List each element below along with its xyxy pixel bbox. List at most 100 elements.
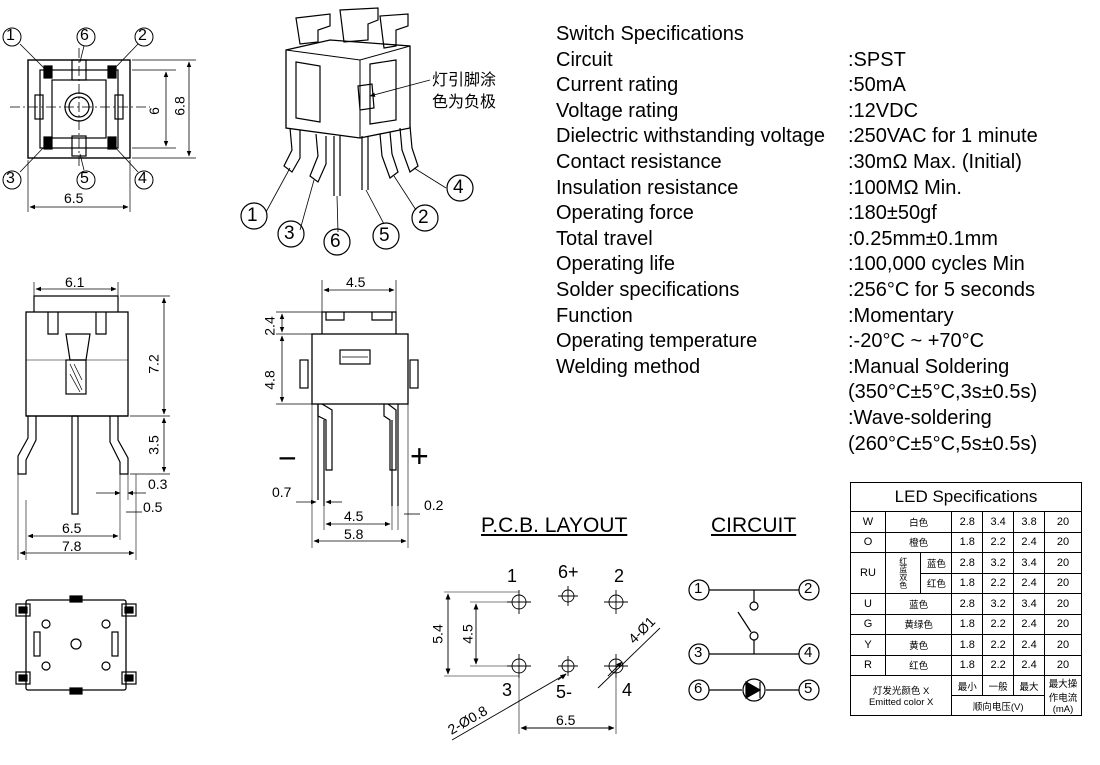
led-cell-cur: 20 [1044,613,1082,635]
spec-label [556,432,848,458]
led-cell-min: 1.8 [951,613,984,635]
voltage-header: 顺向电压(V) [951,695,1045,716]
spec-label: Welding method [556,355,701,378]
spec-row: Solder specifications:256°C for 5 second… [556,278,1038,304]
dim-label: 7.2 [145,354,162,374]
led-cell-color: 黄色 [884,634,953,656]
plus-sign: + [410,438,429,474]
spec-value: :Wave-soldering [848,406,992,429]
typ-header: 一般 [982,675,1015,696]
led-cell-min: 1.8 [951,634,984,656]
spec-label: Current rating [556,74,679,97]
pin-label: 3 [284,223,295,244]
spec-value: (350°C±5°C,3s±0.5s) [848,381,1038,404]
spec-label: Insulation resistance [556,176,739,199]
spec-value: :100MΩ Min. [848,176,962,199]
spec-label: Contact resistance [556,150,722,173]
spec-row: Operating life:100,000 cycles Min [556,252,1038,278]
spec-label: Function [556,304,633,327]
spec-label [556,406,848,432]
led-cell-cur: 20 [1044,552,1082,574]
led-cell-max: 2.4 [1013,654,1045,676]
spec-value: :30mΩ Max. (Initial) [848,150,1022,173]
led-cell-cur: 20 [1044,572,1082,594]
pcb-pin-label: 1 [507,566,518,586]
spec-row: Operating force :180±50gf [556,201,1038,227]
spec-value: :Manual Soldering [848,355,1010,378]
min-header: 最小 [951,675,984,696]
circuit-pin: 4 [804,644,813,661]
spec-label: Total travel [556,227,653,250]
led-cell-min: 2.8 [951,552,984,574]
led-cell-typ: 3.2 [982,593,1015,615]
spec-value: :SPST [848,48,906,71]
led-cell-min: 2.8 [951,511,984,533]
dim-label: 6.5 [64,190,84,206]
led-cell-max: 2.4 [1013,531,1045,553]
led-cell-typ: 2.2 [982,531,1015,553]
bottom-view [15,595,137,695]
led-cell-min: 1.8 [951,654,984,676]
spec-value: :180±50gf [848,202,937,225]
max-header: 最大 [1013,675,1045,696]
led-cell-code: RU [850,552,886,594]
spec-value: :-20°C ~ +70°C [848,330,985,353]
pcb-layout-title: P.C.B. LAYOUT [481,514,628,537]
circuit-pin: 1 [694,580,703,597]
spec-label: Operating force [556,202,694,225]
spec-row: Circuit:SPST [556,48,1038,74]
pin-label: 1 [6,27,15,44]
dim-label: 6.1 [65,274,85,290]
led-cell-color: 橙色 [884,531,953,553]
dim-label: 5.4 [429,624,446,644]
spec-row: Insulation resistance :100MΩ Min. [556,176,1038,202]
spec-row: Total travel:0.25mm±0.1mm [556,227,1038,253]
led-pin-note: 灯引脚涂 [432,72,497,89]
pin-label: 2 [418,207,429,228]
led-cell-typ: 2.2 [982,572,1015,594]
spec-title: Switch Specifications [556,23,744,45]
minus-sign: − [278,440,297,476]
dim-label: 7.8 [62,538,82,554]
spec-row: Operating temperature :-20°C ~ +70°C [556,329,1038,355]
spec-label: Dielectric withstanding voltage [556,125,826,148]
led-cell-color: 蓝色 [920,552,953,574]
pcb-pin-label: 5- [556,682,573,702]
led-cell-cur: 20 [1044,593,1082,615]
led-cell-color: 黄绿色 [884,613,953,635]
led-cell-cur: 20 [1044,654,1082,676]
dim-label: 4.5 [346,274,366,290]
led-cell-typ: 2.2 [982,654,1015,676]
pcb-pin-label: 4 [622,680,633,700]
pin-label: 4 [453,177,464,198]
led-cell-typ: 2.2 [982,634,1015,656]
emitted-color-label: 灯发光颜色 X Emitted color X [849,675,953,716]
pcb-pin-label: 3 [502,680,513,700]
spec-row: Welding method :Manual Soldering [556,355,1038,381]
spec-label: Voltage rating [556,99,679,122]
pin-label: 3 [6,170,15,187]
spec-label: Operating temperature [556,330,758,353]
spec-row: Voltage rating:12VDC [556,99,1038,125]
led-cell-typ: 2.2 [982,613,1015,635]
led-cell-code: W [850,511,886,533]
dim-label: 5.8 [344,526,364,542]
spec-label: Operating life [556,253,675,276]
dim-label: 6.5 [62,520,82,536]
led-cell-cur: 20 [1044,511,1082,533]
led-cell-code: O [850,531,886,553]
current-header: 最大操作电流(mA) [1044,675,1082,716]
pin-label: 1 [247,205,258,226]
dim-label: 2.4 [261,316,278,336]
led-cell-typ: 3.2 [982,552,1015,574]
side-view [17,282,170,560]
spec-value: :250VAC for 1 minute [848,125,1038,148]
dim-label: 6.8 [171,96,188,116]
